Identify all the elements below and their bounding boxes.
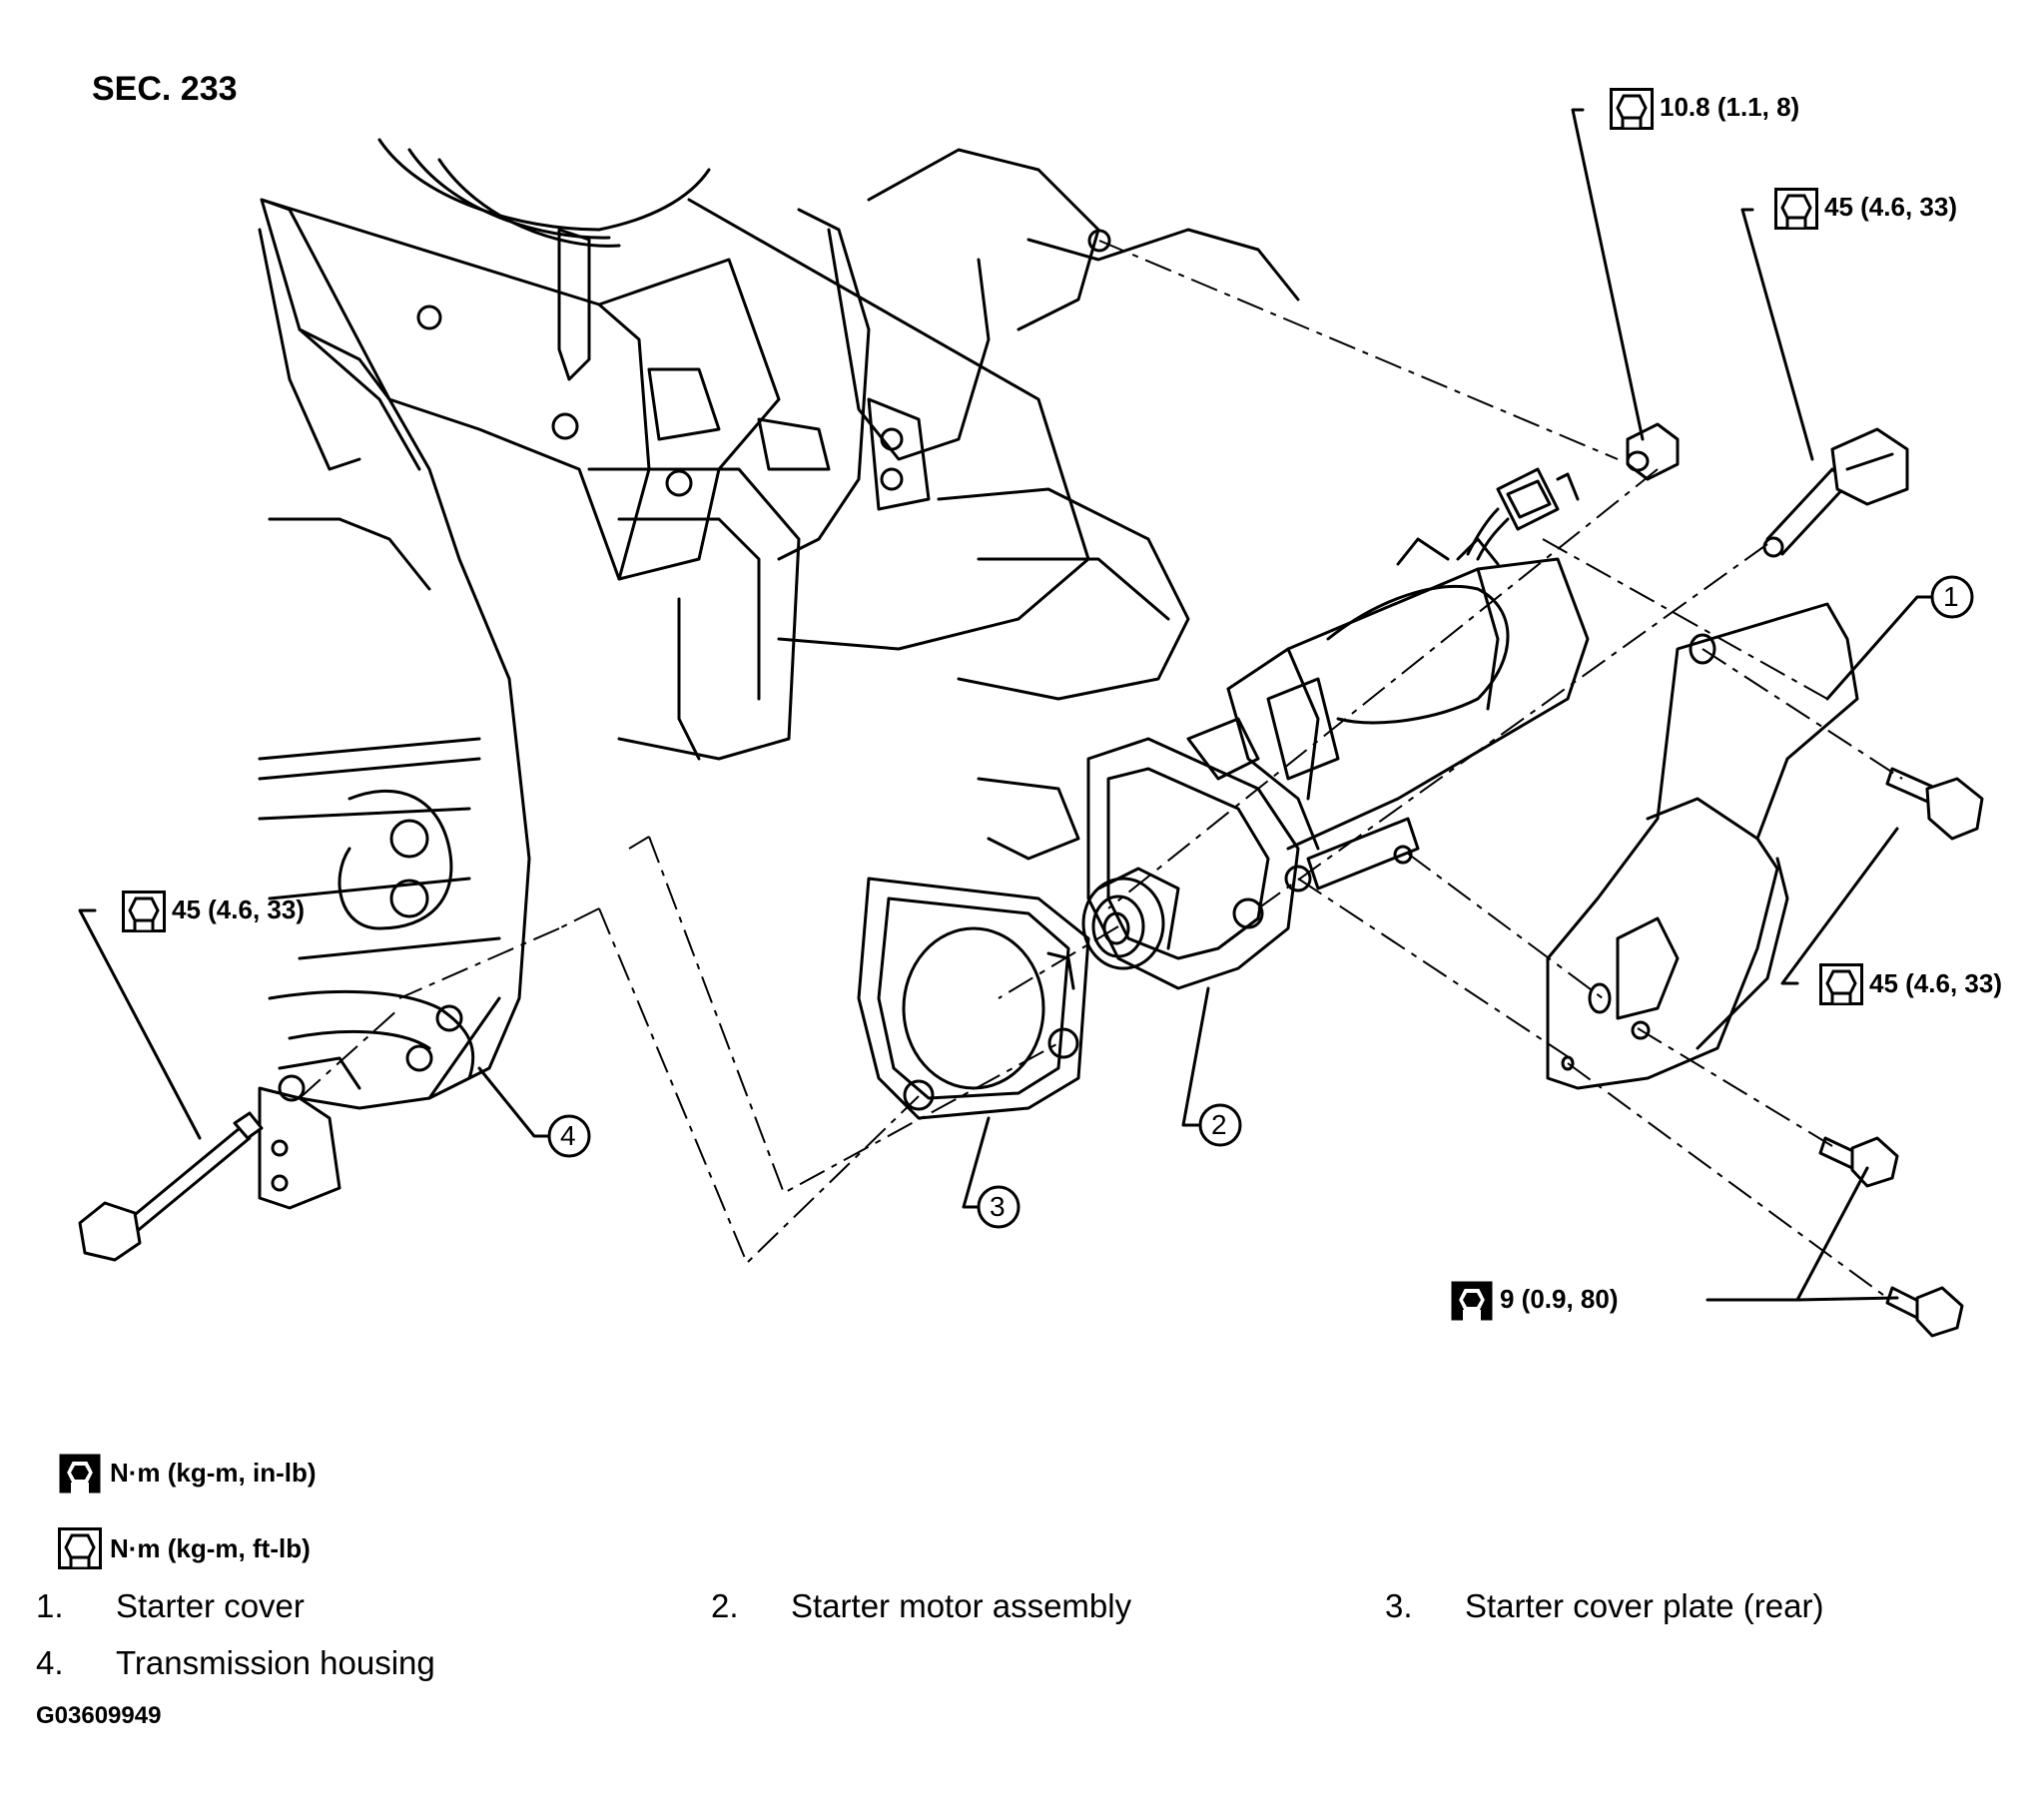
callout-4: 4 bbox=[560, 1120, 576, 1151]
torque-label-bolt-right: 45 (4.6, 33) bbox=[1869, 968, 2002, 998]
starter-motor-assembly bbox=[1081, 467, 1590, 990]
part-item-1: 1. Starter cover bbox=[36, 1587, 305, 1625]
bolt-top-right bbox=[1762, 427, 1909, 558]
torque-label-nut: 10.8 (1.1, 8) bbox=[1660, 92, 1800, 122]
part-number: 1. bbox=[36, 1587, 64, 1624]
transmission-housing bbox=[258, 198, 531, 1210]
legend-ft-lb: N·m (kg-m, ft-lb) bbox=[110, 1533, 311, 1564]
torque-label-bolt-left: 45 (4.6, 33) bbox=[172, 895, 305, 924]
torque-label-bolt-top: 45 (4.6, 33) bbox=[1824, 192, 1957, 222]
callout-1: 1 bbox=[1943, 581, 1959, 612]
torque-wrench-ft-lb-icon bbox=[58, 1527, 102, 1569]
bolt-right-middle bbox=[1885, 767, 1984, 841]
part-number: 3. bbox=[1385, 1587, 1413, 1624]
callout-3: 3 bbox=[990, 1191, 1006, 1222]
part-number: 2. bbox=[711, 1587, 739, 1624]
part-name: Starter motor assembly bbox=[791, 1587, 1132, 1624]
starter-cover bbox=[1546, 602, 1859, 1090]
torque-label-cover-bolts: 9 (0.9, 80) bbox=[1500, 1284, 1619, 1314]
legend-in-lb: N·m (kg-m, in-lb) bbox=[110, 1458, 317, 1489]
part-item-3: 3. Starter cover plate (rear) bbox=[1385, 1587, 1823, 1625]
bolt-left bbox=[78, 1111, 264, 1262]
callout-2: 2 bbox=[1211, 1109, 1227, 1140]
part-number: 4. bbox=[36, 1644, 64, 1681]
small-bolt-2 bbox=[1885, 1286, 1964, 1338]
torque-wrench-in-lb-icon bbox=[58, 1453, 102, 1495]
nut-top bbox=[1626, 422, 1680, 481]
figure-code: G03609949 bbox=[36, 1702, 162, 1729]
part-name: Starter cover bbox=[116, 1587, 305, 1624]
starter-cover-plate-rear bbox=[857, 877, 1090, 1120]
part-name: Starter cover plate (rear) bbox=[1465, 1587, 1824, 1624]
legend-ft-lb-text: N·m (kg-m, ft-lb) bbox=[110, 1533, 311, 1563]
part-name: Transmission housing bbox=[116, 1644, 435, 1681]
part-item-2: 2. Starter motor assembly bbox=[711, 1587, 1131, 1625]
section-label: SEC. 233 bbox=[92, 70, 238, 108]
legend-in-lb-text: N·m (kg-m, in-lb) bbox=[110, 1458, 317, 1488]
part-item-4: 4. Transmission housing bbox=[36, 1644, 435, 1682]
engine-block-outline bbox=[258, 138, 1300, 861]
